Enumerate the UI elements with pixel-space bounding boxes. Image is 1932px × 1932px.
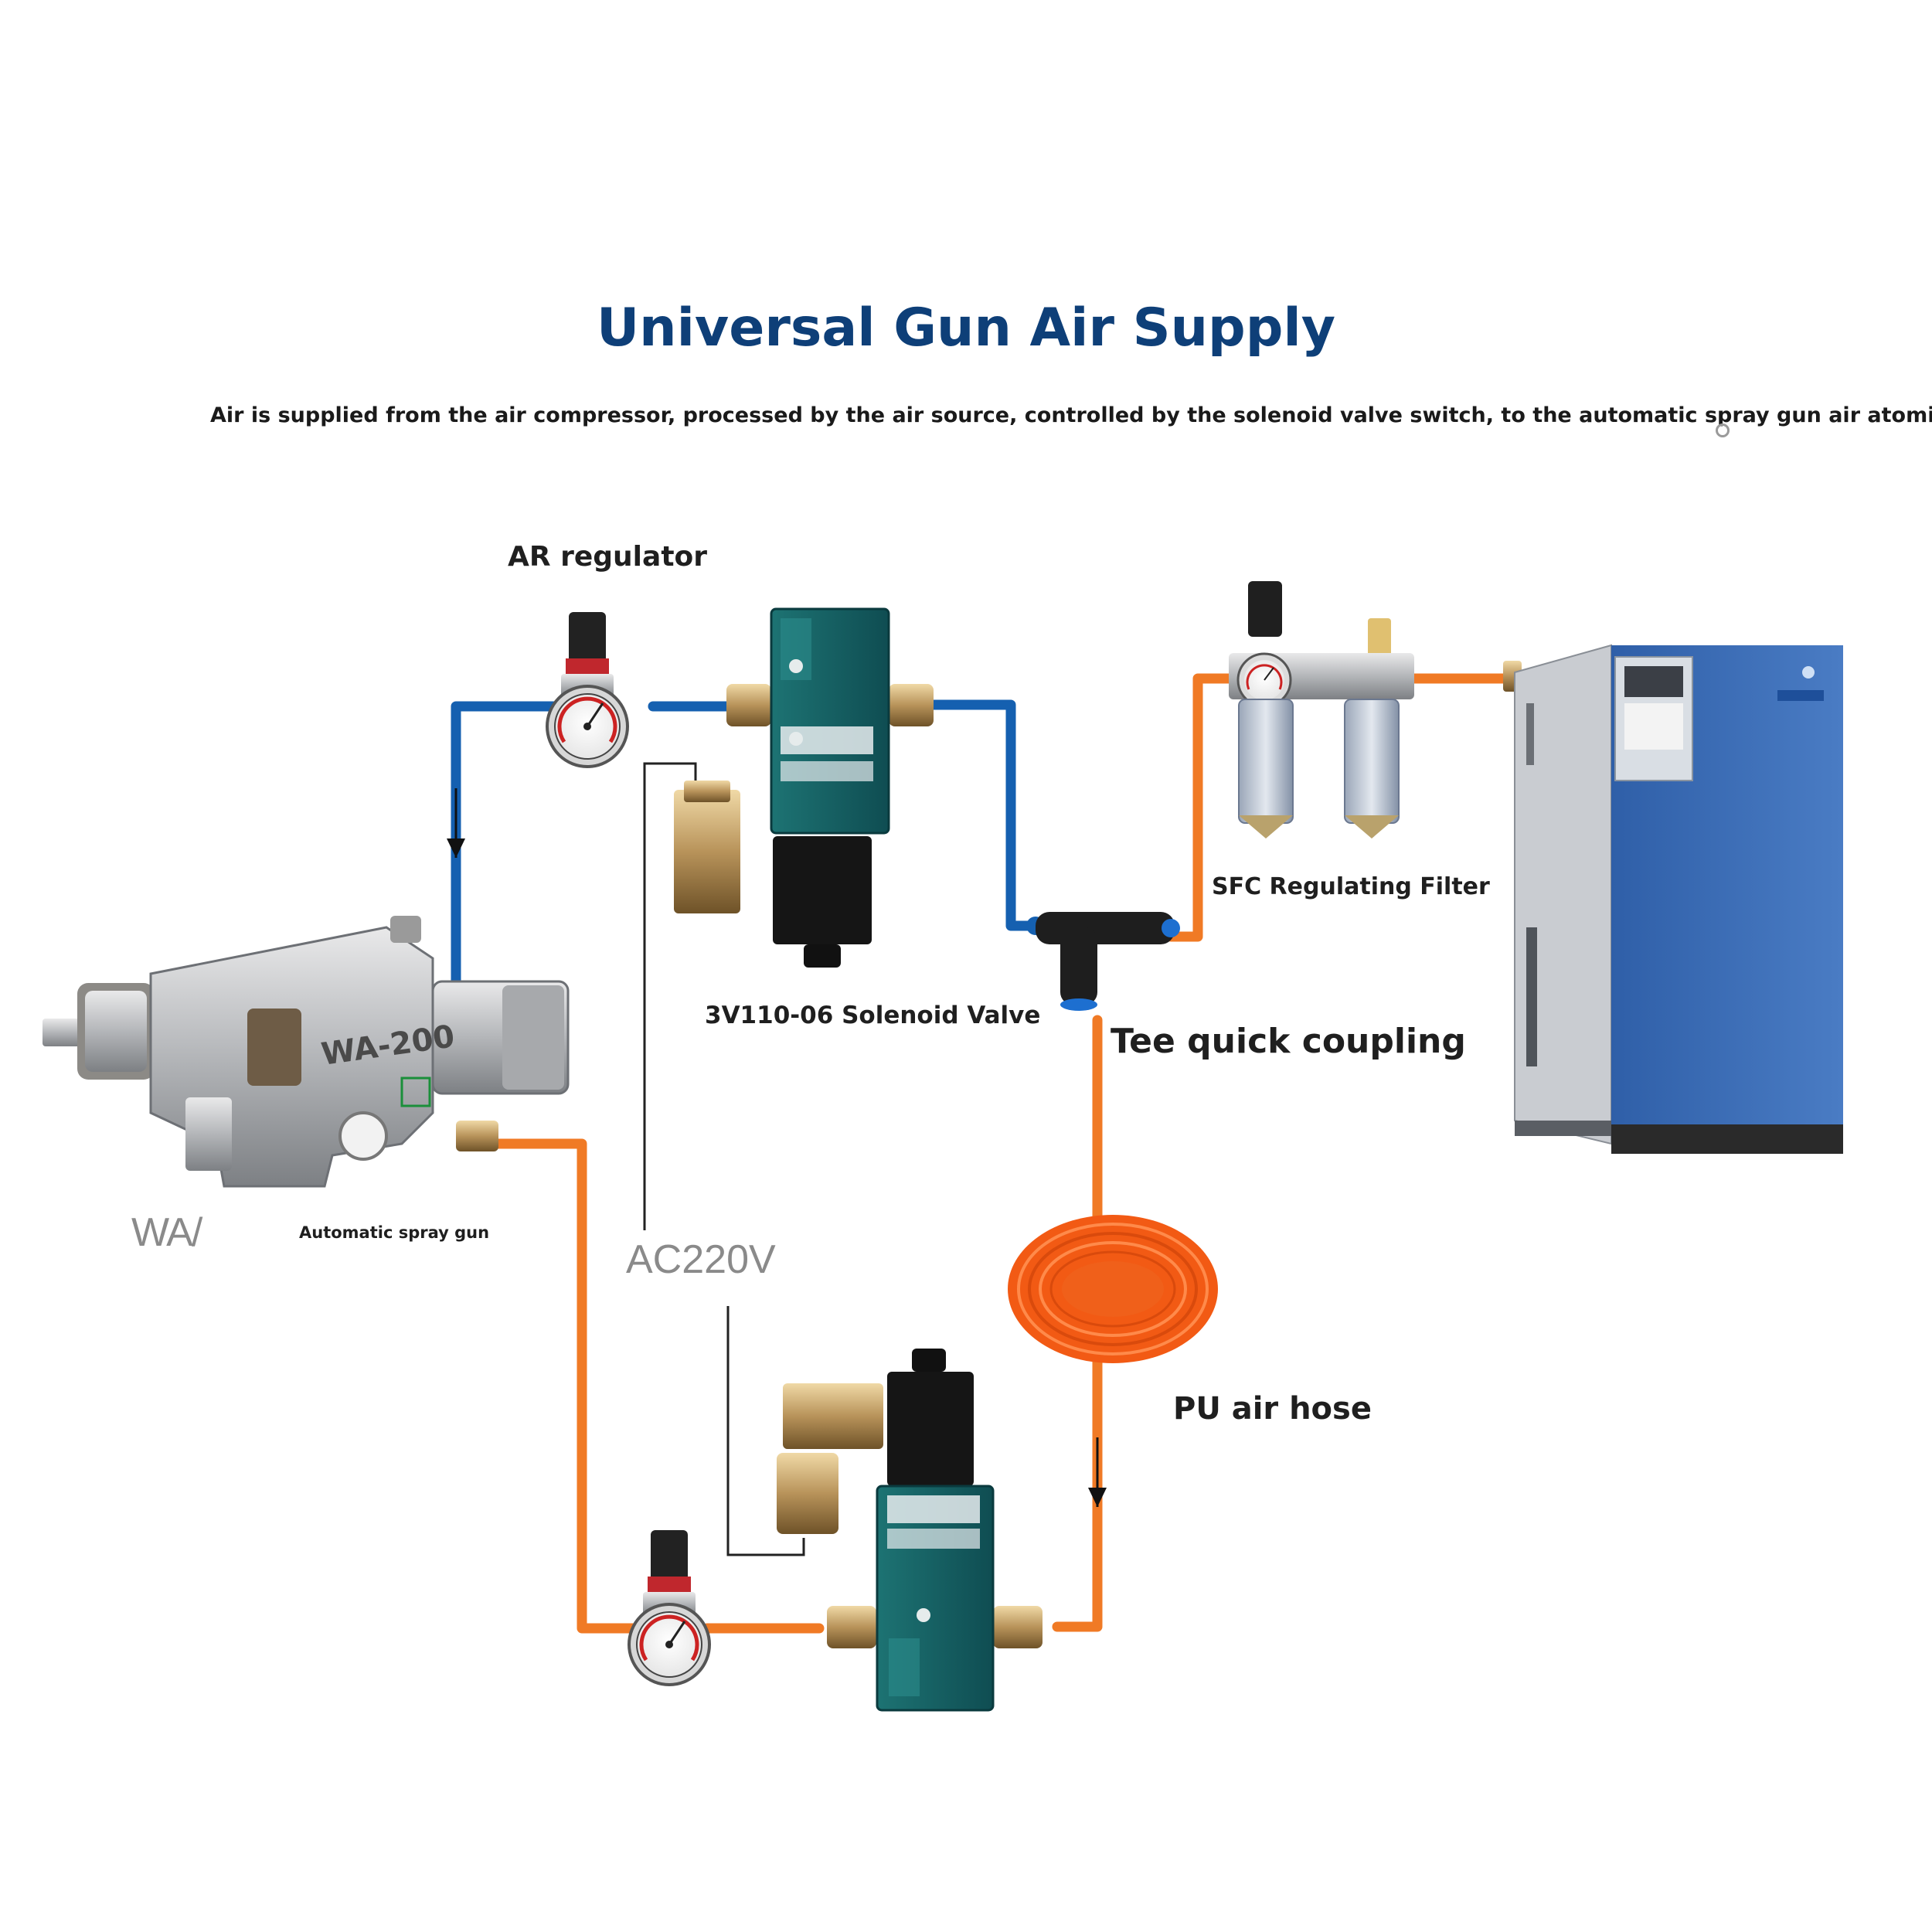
solenoid-valve-bottom bbox=[777, 1349, 1043, 1712]
blue-air-line bbox=[451, 699, 1083, 985]
electrical-wire bbox=[643, 762, 805, 1556]
label-gun-brand: WA/ bbox=[131, 1210, 202, 1255]
ar-regulator-top bbox=[546, 612, 629, 768]
label-ar-regulator: AR regulator bbox=[508, 541, 708, 573]
page-title: Universal Gun Air Supply bbox=[596, 298, 1336, 359]
label-tee-coupling: Tee quick coupling bbox=[1111, 1022, 1466, 1061]
label-solenoid-valve: 3V110-06 Solenoid Valve bbox=[705, 1002, 1041, 1029]
label-pu-hose: PU air hose bbox=[1173, 1391, 1372, 1427]
label-sfc-filter: SFC Regulating Filter bbox=[1212, 873, 1490, 900]
solenoid-valve-top bbox=[674, 607, 934, 968]
label-voltage: AC220V bbox=[626, 1237, 776, 1282]
pu-air-hose-coil bbox=[1008, 1215, 1218, 1363]
flow-arrow-down-icon bbox=[1088, 1437, 1107, 1507]
automatic-spray-gun: WA-200 bbox=[43, 916, 570, 1188]
circle-icon bbox=[1716, 423, 1730, 437]
ar-regulator-bottom bbox=[628, 1530, 711, 1686]
tee-quick-coupling bbox=[1026, 912, 1180, 1011]
label-spray-gun: Automatic spray gun bbox=[299, 1223, 490, 1242]
page-subtitle: Air is supplied from the air compressor,… bbox=[210, 403, 1932, 427]
flow-arrow-down-icon bbox=[447, 788, 465, 858]
sfc-regulating-filter bbox=[1229, 581, 1414, 838]
air-compressor bbox=[1503, 644, 1843, 1154]
